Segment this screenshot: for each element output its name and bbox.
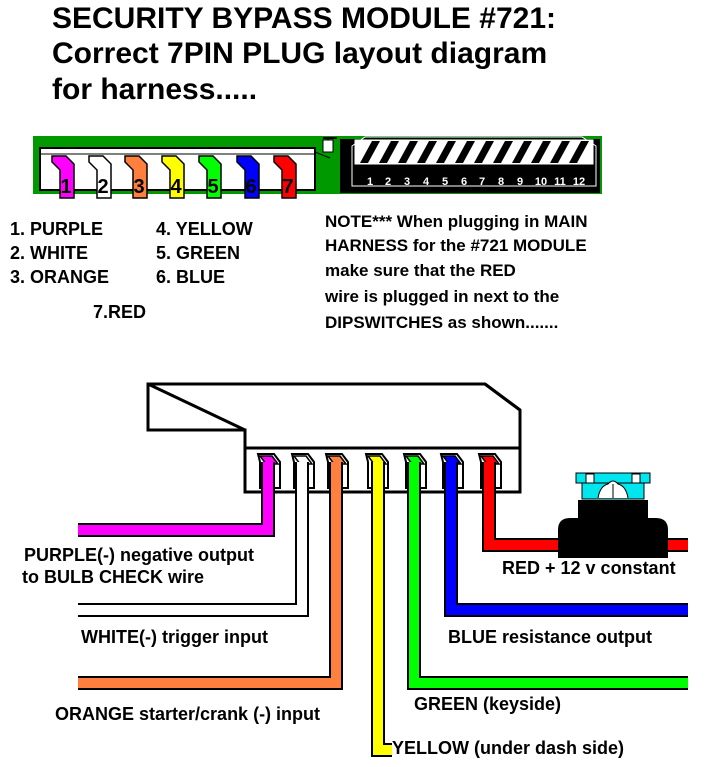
wire-purple: [78, 462, 273, 535]
dip-switch: [436, 141, 456, 163]
legend-3: 3. ORANGE: [10, 267, 110, 287]
wire-yellow: [373, 462, 392, 755]
dip-number: 12: [573, 176, 585, 188]
plug-pin-number: 7: [282, 176, 293, 198]
connector-body: [146, 382, 522, 452]
dip-switch: [474, 141, 494, 163]
fuse-holder: [558, 472, 668, 558]
dip-number: 6: [461, 176, 467, 188]
wire-green: [409, 462, 688, 688]
legend-4: 4. YELLOW: [156, 219, 253, 239]
label-blue: BLUE resistance output: [448, 627, 653, 647]
dip-number: 9: [517, 176, 523, 188]
wire-blue: [446, 462, 688, 615]
dip-number: 10: [535, 176, 547, 188]
dip-number: 4: [423, 176, 430, 188]
plug-pin-number: 5: [207, 176, 218, 198]
dip-switch: [569, 141, 589, 163]
label-red: RED + 12 v constant: [502, 558, 676, 578]
legend-2: 2. WHITE: [10, 243, 89, 263]
dip-number: 8: [498, 176, 504, 188]
wire-orange: [78, 462, 341, 688]
dip-switch: [493, 141, 513, 163]
title-line-2: Correct 7PIN PLUG layout diagram: [52, 37, 548, 70]
plug-pin-7: [273, 155, 297, 199]
label-white: WHITE(-) trigger input: [81, 627, 268, 647]
dip-switch: [360, 141, 380, 163]
title-line-3: for harness.....: [52, 73, 258, 106]
dip-switch: [379, 141, 399, 163]
wires: [78, 462, 688, 757]
legend-1: 1. PURPLE: [10, 219, 104, 239]
plug-pin-number: 4: [170, 176, 182, 198]
plug-pin-3: [124, 155, 148, 199]
wire-white: [78, 462, 307, 615]
legend-5: 5. GREEN: [156, 243, 241, 263]
dip-switch: [417, 141, 437, 163]
dipswitch-block: [337, 136, 602, 194]
note-line-4: wire is plugged in next to the: [325, 287, 560, 306]
label-orange: ORANGE starter/crank (-) input: [55, 704, 321, 724]
plug-pin-number: 1: [60, 176, 71, 198]
dip-number: 7: [479, 176, 485, 188]
plug-pin-6: [236, 155, 260, 199]
dip-switch: [455, 141, 475, 163]
dip-switch: [531, 141, 551, 163]
plug-pin-2: [88, 155, 112, 199]
dip-number: 5: [442, 176, 448, 188]
legend-7: 7.RED: [93, 302, 147, 322]
dip-number: 11: [554, 176, 566, 188]
plug-pin-number: 6: [245, 176, 256, 198]
dip-switch: [512, 141, 532, 163]
label-yellow: YELLOW (under dash side): [392, 738, 625, 758]
note-line-1: NOTE*** When plugging in MAIN: [325, 212, 588, 231]
dip-number: 2: [385, 176, 391, 188]
plug-pin-1: [51, 155, 75, 199]
label-green: GREEN (keyside): [414, 694, 562, 714]
dip-number: 1: [367, 176, 373, 188]
plug-pin-5: [198, 155, 222, 199]
label-purple-1: PURPLE(-) negative output: [24, 545, 254, 565]
plug-pins: 1 2 3 4 5 6 7: [51, 155, 297, 199]
title-line-1: SECURITY BYPASS MODULE #721:: [52, 2, 557, 35]
note-line-2: HARNESS for the #721 MODULE: [325, 236, 587, 255]
plug-pin-number: 3: [133, 176, 144, 198]
note-line-3: make sure that the RED: [325, 261, 516, 280]
dip-switch: [398, 141, 418, 163]
legend-6: 6. BLUE: [156, 267, 226, 287]
plug-pin-4: [161, 155, 185, 199]
dipswitch-stripes: [360, 141, 589, 163]
note-line-5: DIPSWITCHES as shown.......: [325, 313, 559, 332]
dip-switch: [550, 141, 570, 163]
label-purple-2: to BULB CHECK wire: [22, 567, 205, 587]
dip-number: 3: [404, 176, 410, 188]
plug-pin-number: 2: [97, 176, 108, 198]
